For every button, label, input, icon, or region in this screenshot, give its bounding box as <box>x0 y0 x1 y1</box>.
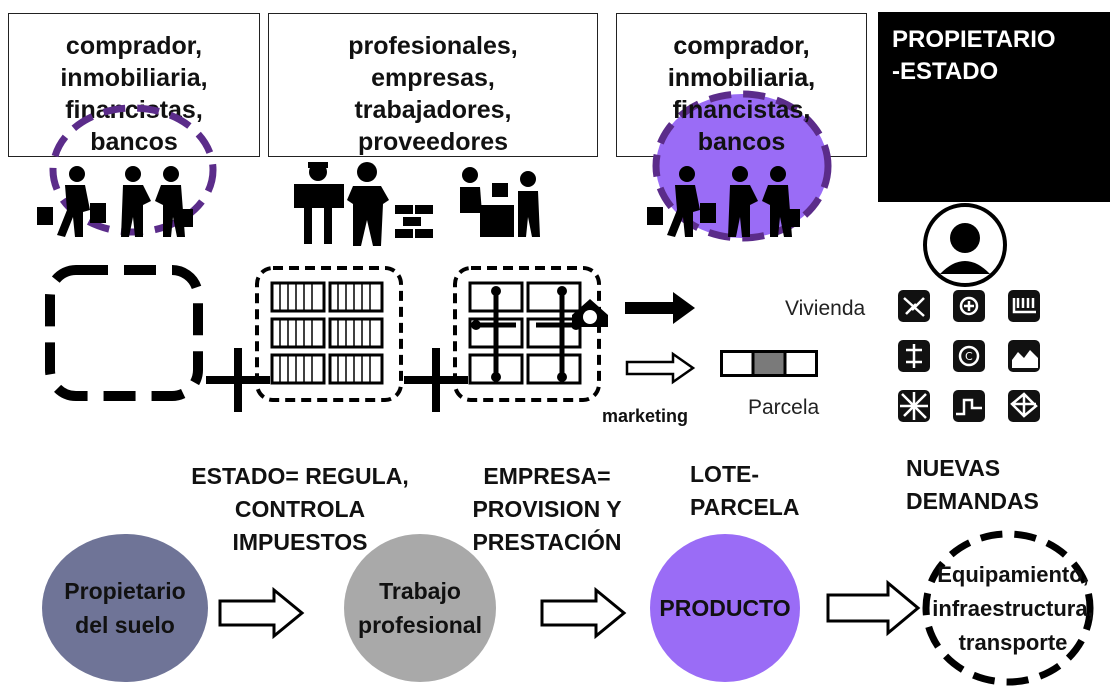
owner-circle: Propietario del suelo <box>42 534 208 682</box>
handshake-icon <box>121 166 193 237</box>
handshake-icon-right <box>728 166 800 237</box>
caption-line: EMPRESA= <box>483 463 611 489</box>
box-line: bancos <box>697 128 786 156</box>
equipamiento-label: Equipamiento, infraestructura, transport… <box>905 558 1119 660</box>
owner-state-line: PROPIETARIO <box>892 26 1056 53</box>
box-line: comprador, <box>673 32 810 60</box>
trabajo-circle: Trabajo profesional <box>344 534 496 682</box>
nuevas-caption: NUEVAS DEMANDAS <box>906 452 1039 518</box>
flow-arrow-icon <box>218 586 305 640</box>
people-walking-icon <box>37 166 106 237</box>
owner-line: del suelo <box>75 612 175 638</box>
equipamiento-line: transporte <box>958 630 1068 655</box>
caption-line: ESTADO= REGULA, <box>191 463 409 489</box>
box-line: inmobiliaria, <box>667 64 816 92</box>
caption-line: DEMANDAS <box>906 488 1039 514</box>
owner-state-box: PROPIETARIO -ESTADO <box>878 12 1110 202</box>
plus-icon <box>404 348 468 412</box>
marketing-label: marketing <box>602 406 689 426</box>
trabajo-line: profesional <box>358 612 482 638</box>
caption-line: PROVISION Y <box>472 496 622 522</box>
serviced-plot-icon <box>453 266 608 402</box>
user-avatar-icon <box>923 203 1007 287</box>
parcela-label: Parcela <box>748 396 820 419</box>
owner-state-line: -ESTADO <box>892 58 999 85</box>
purple-dashed-circle-outline <box>49 104 217 236</box>
people-walking-icon-right <box>647 166 716 237</box>
empty-plot-icon <box>45 265 203 401</box>
flow-arrow-icon <box>540 586 627 640</box>
caption-line: LOTE- <box>690 461 759 487</box>
office-icon <box>460 167 540 237</box>
box-line: profesionales, <box>348 32 518 60</box>
empresa-caption: EMPRESA= PROVISION Y PRESTACIÓN <box>452 460 642 559</box>
trabajo-line: Trabajo <box>379 578 461 604</box>
box-line: inmobiliaria, <box>667 64 816 92</box>
plus-icon <box>206 348 270 412</box>
subdivided-plot-icon <box>255 266 403 402</box>
box-line: inmobiliaria, <box>60 64 208 92</box>
box-line: trabajadores, <box>354 96 512 124</box>
city-icons-grid: C <box>898 290 1040 422</box>
solid-arrow-icon <box>625 292 695 324</box>
parcel-strip-icon <box>720 350 818 377</box>
box-line: bancos <box>90 128 178 156</box>
architect-icon <box>294 162 344 244</box>
caption-line: CONTROLA <box>234 496 366 522</box>
caption-line: PARCELA <box>690 494 800 520</box>
equipamiento-line: Equipamiento, <box>937 562 1089 587</box>
estado-caption: ESTADO= REGULA, CONTROLA IMPUESTOS <box>180 460 420 559</box>
caption-line: IMPUESTOS <box>232 529 368 555</box>
buyers-box-right-text: comprador, inmobiliaria, financistas, ba… <box>616 13 867 157</box>
vivienda-label: Vivienda <box>785 297 866 320</box>
flow-arrow-icon <box>826 579 921 637</box>
svg-text:C: C <box>965 350 973 363</box>
producto-circle: PRODUCTO <box>650 534 800 682</box>
equipamiento-line: infraestructura, <box>932 596 1094 621</box>
box-line: comprador, <box>673 32 810 60</box>
owner-line: Propietario <box>64 578 186 604</box>
professionals-box: profesionales, empresas, trabajadores, p… <box>268 13 598 157</box>
producto-label: PRODUCTO <box>659 594 791 621</box>
dashed-demand-circle <box>922 530 1094 686</box>
box-line: comprador, <box>65 32 203 60</box>
lote-caption: LOTE- PARCELA <box>690 458 799 524</box>
hollow-arrow-icon <box>625 351 696 385</box>
box-line: empresas, <box>371 64 495 92</box>
builder-icon <box>347 162 433 246</box>
box-line: financistas, <box>672 96 811 124</box>
caption-line: PRESTACIÓN <box>472 529 622 555</box>
caption-line: NUEVAS <box>906 455 1001 481</box>
box-line: proveedores <box>357 128 509 156</box>
